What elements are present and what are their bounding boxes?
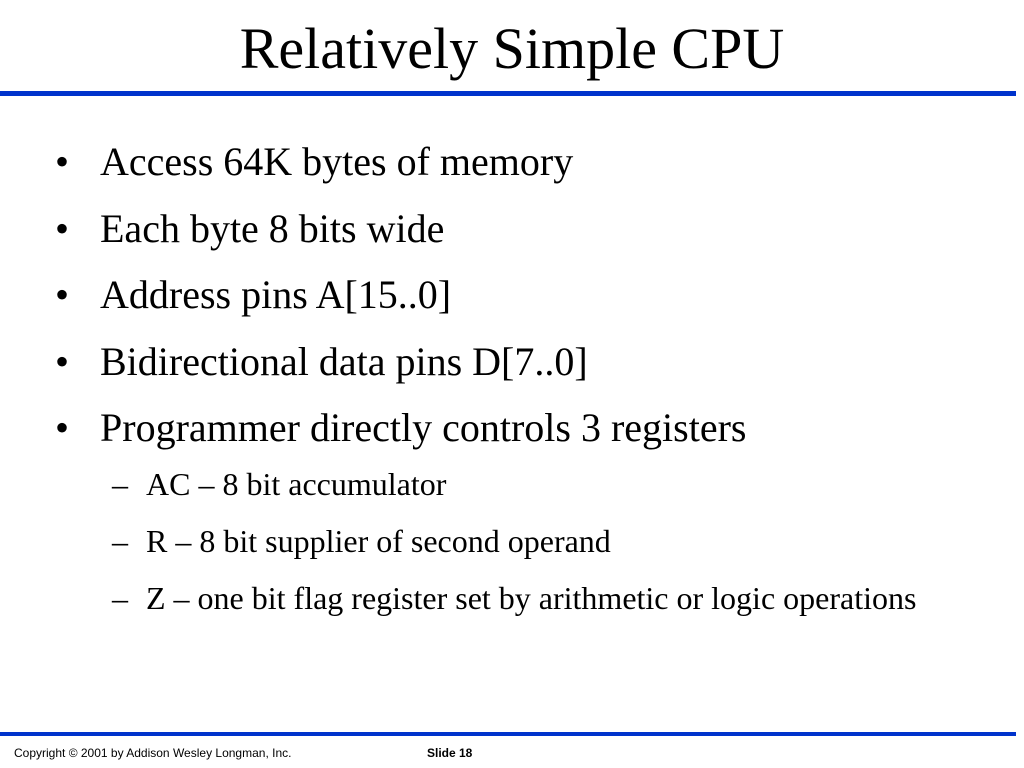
bullet-text: Access 64K bytes of memory: [100, 139, 574, 184]
sub-bullet-item: – R – 8 bit supplier of second operand: [0, 521, 936, 561]
sub-bullet-marker: –: [112, 579, 128, 616]
bullet-marker: •: [55, 272, 70, 317]
sub-bullet-marker: –: [112, 522, 128, 559]
bullet-marker: •: [55, 205, 70, 251]
footer-divider: [0, 732, 1016, 736]
sub-bullet-list: – AC – 8 bit accumulator – R – 8 bit sup…: [0, 464, 1000, 618]
bullet-item: • Each byte 8 bits wide: [0, 205, 1000, 253]
bullet-item: • Address pins A[15..0]: [0, 271, 1000, 319]
bullet-text: Bidirectional data pins D[7..0]: [100, 338, 588, 384]
slide-content: • Access 64K bytes of memory • Each byte…: [0, 138, 1000, 635]
sub-bullet-item: – Z – one bit flag register set by arith…: [0, 578, 936, 618]
bullet-marker: •: [55, 338, 70, 384]
bullet-item: • Access 64K bytes of memory: [0, 138, 1000, 186]
bullet-item: • Bidirectional data pins D[7..0]: [0, 338, 1000, 386]
sub-bullet-text: R – 8 bit supplier of second operand: [146, 522, 611, 559]
slide-number: Slide 18: [427, 746, 473, 760]
title-divider: [0, 91, 1016, 96]
bullet-marker: •: [55, 139, 70, 184]
bullet-text: Each byte 8 bits wide: [100, 205, 445, 251]
bullet-marker: •: [55, 405, 70, 450]
sub-bullet-text: Z – one bit flag register set by arithme…: [146, 579, 917, 616]
bullet-text: Address pins A[15..0]: [100, 272, 452, 317]
sub-bullet-text: AC – 8 bit accumulator: [146, 465, 447, 502]
bullet-item: • Programmer directly controls 3 registe…: [0, 404, 1000, 452]
sub-bullet-item: – AC – 8 bit accumulator: [0, 464, 936, 504]
sub-bullet-marker: –: [112, 465, 128, 502]
footer-copyright: Copyright © 2001 by Addison Wesley Longm…: [14, 746, 292, 760]
slide-title: Relatively Simple CPU: [239, 16, 785, 81]
bullet-text: Programmer directly controls 3 registers: [100, 405, 747, 450]
